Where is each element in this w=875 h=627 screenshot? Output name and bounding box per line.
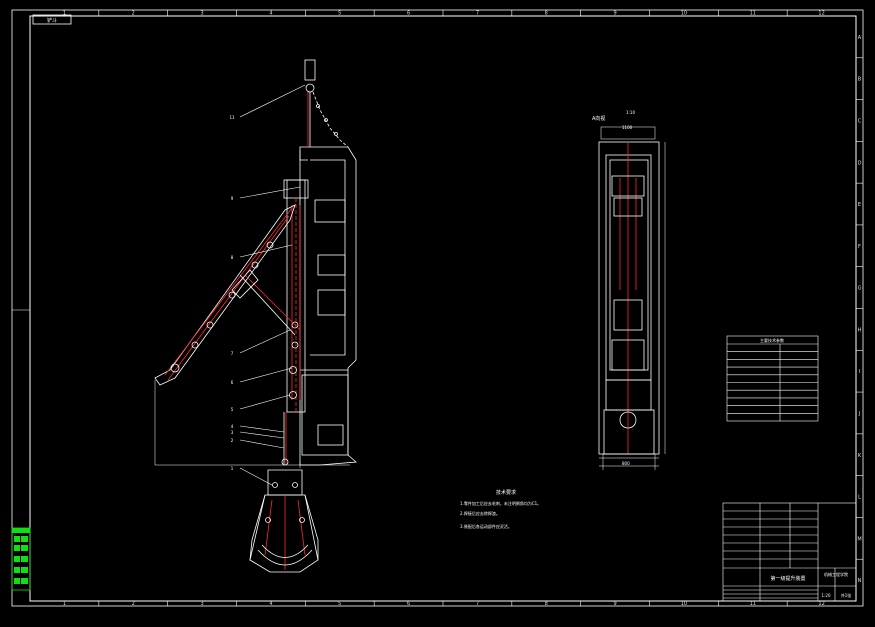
- leader-lines: [239, 84, 306, 486]
- grid-col-label-top: 12: [818, 11, 824, 17]
- grid-row-label: J: [858, 411, 860, 417]
- grid-col-label-bottom: 2: [132, 601, 135, 607]
- grid-col-label-top: 4: [269, 11, 272, 17]
- notes-title: 技术要求: [496, 489, 516, 496]
- front-view: [154, 59, 357, 573]
- grid-col-label-bottom: 1: [63, 601, 66, 607]
- revision-strip: [11, 527, 31, 591]
- title-block-scale: 1:20: [822, 593, 831, 598]
- side-view: [598, 126, 666, 470]
- grid-col-label-bottom: 8: [545, 601, 548, 607]
- title-block-name: 第一级提升装置: [770, 575, 805, 582]
- title-tag: 铲斗: [47, 17, 57, 24]
- callout-label: 11: [229, 115, 235, 120]
- grid-row-label: F: [858, 244, 861, 250]
- grid-row-label: B: [858, 77, 862, 83]
- grid-col-label-top: 10: [681, 11, 687, 17]
- grid-ticks: 112233445566778899101011111212ABCDEFGHIJ…: [12, 10, 863, 607]
- grid-col-label-bottom: 6: [407, 601, 410, 607]
- grid-row-label: M: [857, 536, 861, 542]
- grid-col-label-top: 5: [338, 11, 341, 17]
- param-table-title: 主要技术参数: [760, 337, 784, 343]
- grid-col-label-top: 2: [132, 11, 135, 17]
- grid-col-label-bottom: 12: [818, 601, 824, 607]
- grid-row-label: L: [858, 495, 861, 501]
- callout-label: 1: [231, 466, 234, 471]
- grid-row-label: D: [858, 160, 862, 166]
- grid-row-label: A: [858, 35, 862, 41]
- grid-col-label-bottom: 4: [269, 601, 272, 607]
- grid-row-label: G: [858, 286, 862, 292]
- callout-label: 6: [231, 380, 234, 385]
- side-view-dim-bottom: 800: [622, 461, 630, 466]
- note-2: 2.焊接后应去除焊渣。: [460, 510, 500, 516]
- grid-row-label: I: [859, 369, 860, 375]
- callout-label: 9: [231, 196, 234, 201]
- grid-col-label-top: 9: [613, 11, 616, 17]
- grid-col-label-bottom: 5: [338, 601, 341, 607]
- callout-label: 3: [231, 430, 234, 435]
- callout-label: 8: [231, 255, 234, 260]
- note-1: 1.零件加工后应去毛刺，未注明倒角均为C1。: [460, 500, 541, 506]
- callout-label: 2: [231, 438, 234, 443]
- side-view-dim-top: 1100: [622, 125, 633, 130]
- callout-label: 5: [231, 407, 234, 412]
- callout-label: 4: [231, 424, 234, 429]
- grid-col-label-top: 1: [63, 11, 66, 17]
- grid-row-label: K: [858, 453, 862, 459]
- grid-col-label-top: 6: [407, 11, 410, 17]
- grid-row-label: H: [858, 327, 862, 333]
- grid-row-label: N: [858, 578, 862, 584]
- title-block-sheet: 共1张: [841, 592, 852, 598]
- callout-label: 7: [231, 351, 234, 356]
- title-block-school: 机械工程学院: [824, 571, 848, 577]
- side-view-label: A向视: [592, 115, 605, 122]
- param-table: [726, 335, 819, 422]
- title-tag-box: [32, 14, 72, 25]
- outer-border: [11, 9, 864, 607]
- grid-row-label: E: [858, 202, 861, 208]
- callout-labels: 11 9 8 7 6 5 43 2 1: [229, 115, 235, 471]
- grid-col-label-top: 8: [545, 11, 548, 17]
- grid-row-label: C: [858, 118, 862, 124]
- grid-col-label-top: 3: [200, 11, 203, 17]
- grid-col-label-bottom: 7: [476, 601, 479, 607]
- grid-col-label-bottom: 10: [681, 601, 687, 607]
- inner-border: [29, 15, 857, 602]
- title-block: [722, 502, 857, 602]
- grid-col-label-bottom: 9: [613, 601, 616, 607]
- grid-col-label-top: 7: [476, 11, 479, 17]
- grid-col-label-bottom: 3: [200, 601, 203, 607]
- grid-col-label-top: 11: [750, 11, 756, 17]
- grid-col-label-bottom: 11: [750, 601, 756, 607]
- note-3: 3.装配后各运动部件应灵活。: [460, 523, 512, 529]
- side-view-scale: 1:10: [626, 110, 635, 115]
